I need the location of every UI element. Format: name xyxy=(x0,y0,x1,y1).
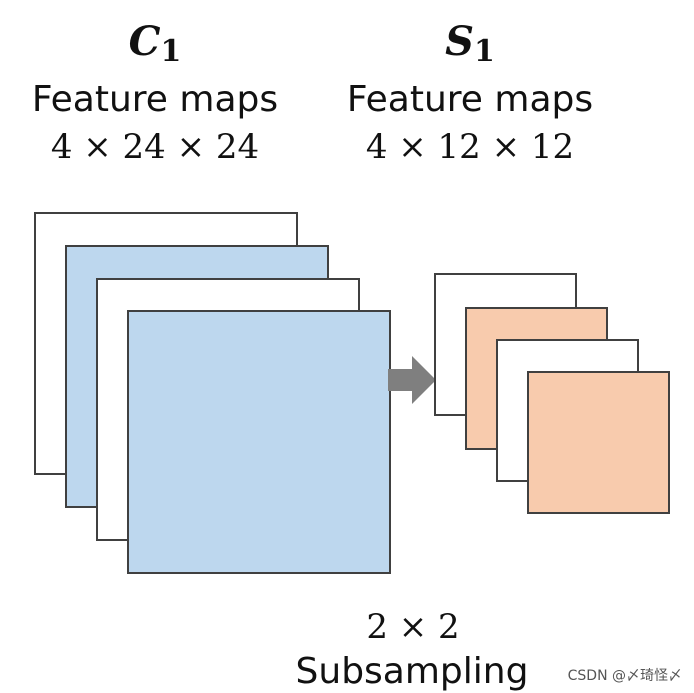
s1-label: Feature maps xyxy=(346,79,594,120)
subsampling-arrow-icon xyxy=(388,356,436,404)
c1-dims: 4 × 24 × 24 xyxy=(50,127,260,167)
s1-subscript: 1 xyxy=(474,34,495,69)
s1-symbol: S xyxy=(445,18,474,65)
c1-header: C1 Feature maps 4 × 24 × 24 xyxy=(20,20,290,167)
c1-feature-map-4 xyxy=(127,310,391,574)
watermark: CSDN @〆琦怪〆 xyxy=(567,668,682,684)
c1-label: Feature maps xyxy=(31,79,279,120)
s1-dims: 4 × 12 × 12 xyxy=(365,127,575,167)
s1-feature-map-4 xyxy=(527,371,670,514)
c1-symbol: C xyxy=(128,18,161,65)
s1-header: S1 Feature maps 4 × 12 × 12 xyxy=(335,20,605,167)
subsampling-size: 2 × 2 xyxy=(366,607,460,647)
subsampling-label: Subsampling xyxy=(295,651,529,692)
s1-title: S1 xyxy=(335,20,605,74)
c1-subscript: 1 xyxy=(160,34,182,69)
c1-title: C1 xyxy=(20,20,290,74)
